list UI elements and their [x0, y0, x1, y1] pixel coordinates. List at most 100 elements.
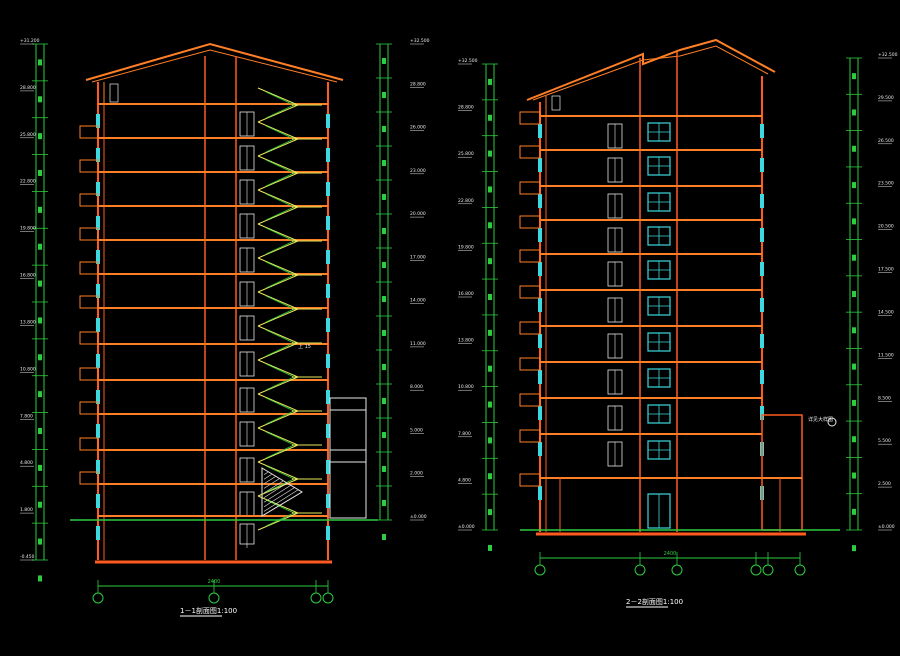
dim-mark	[488, 78, 492, 85]
elevation-label: ±0.000	[410, 514, 427, 520]
dim-mark	[852, 545, 856, 552]
window-left	[538, 262, 542, 276]
balcony	[79, 401, 99, 415]
dim-mark	[488, 473, 492, 480]
window-right	[326, 424, 330, 438]
dim-mark	[38, 96, 42, 103]
section-2-drawing: +32.50028.80025.80022.80019.80016.80013.…	[458, 38, 898, 608]
dim-mark	[38, 317, 42, 324]
axis-bubble	[794, 564, 806, 576]
section-1-hatch	[263, 471, 299, 512]
window-left	[96, 318, 100, 332]
balcony	[519, 249, 541, 263]
elevation-label: 4.800	[20, 460, 33, 466]
section-2-roof	[526, 38, 776, 101]
elevation-label: 20.500	[878, 224, 894, 230]
elevation-label: 19.800	[20, 226, 36, 232]
dim-mark	[382, 160, 386, 166]
dim-mark	[382, 126, 386, 132]
dim-mark	[852, 254, 856, 261]
window-left	[96, 460, 100, 474]
hatch-line	[263, 474, 272, 480]
dim-mark	[852, 145, 856, 152]
window-left	[96, 390, 100, 404]
window-left	[96, 284, 100, 298]
elevation-label: 23.500	[878, 181, 894, 187]
dim-mark	[382, 432, 386, 438]
window-right	[760, 158, 764, 172]
elevation-label: 10.800	[458, 384, 474, 390]
hatch-line	[263, 480, 284, 494]
dim-mark	[488, 509, 492, 516]
section-1-roof	[85, 42, 344, 81]
elevation-label: 5.000	[410, 427, 423, 433]
axis-bubble	[671, 564, 683, 576]
window-right	[326, 114, 330, 128]
section-2-total-dim: 2400	[664, 551, 677, 557]
window-right	[760, 406, 764, 420]
section-1-balconies	[79, 125, 99, 485]
elevation-label: 16.800	[20, 273, 36, 279]
dim-mark	[852, 436, 856, 443]
dim-mark	[382, 58, 386, 64]
elevation-label: +32.500	[878, 52, 898, 58]
elevation-label: 8.500	[878, 395, 891, 401]
hatch-line	[263, 489, 299, 512]
window-left	[96, 250, 100, 264]
elevation-label: 2.500	[878, 481, 891, 487]
elevation-label: -0.450	[20, 554, 35, 560]
balcony	[519, 429, 541, 443]
dim-mark	[852, 218, 856, 225]
section-2-doors	[607, 123, 623, 467]
axis-bubble	[208, 592, 220, 604]
dim-mark	[38, 170, 42, 176]
dim-mark	[488, 222, 492, 229]
elevation-label: 28.800	[20, 85, 36, 91]
section-1-stair-label-a: 上 15	[298, 343, 311, 350]
window-left	[96, 424, 100, 438]
hatch-line	[263, 482, 287, 498]
elevation-label: 11.000	[410, 341, 426, 347]
window-right	[760, 370, 764, 384]
elevation-label: 22.800	[458, 198, 474, 204]
balcony	[79, 471, 99, 485]
window-right	[326, 216, 330, 230]
balcony	[519, 357, 541, 371]
dim-mark	[488, 114, 492, 121]
elevation-label: 28.800	[410, 81, 426, 87]
dim-mark	[382, 364, 386, 370]
elevation-label: 19.800	[458, 244, 474, 250]
window-right	[326, 182, 330, 196]
hatch-line	[263, 485, 291, 503]
axis-bubble	[310, 592, 322, 604]
balcony	[79, 367, 99, 381]
dim-mark	[852, 508, 856, 515]
axis-bubble	[322, 592, 334, 604]
roof-hatch	[551, 95, 561, 111]
elevation-label: +32.500	[410, 38, 430, 44]
dim-mark	[38, 354, 42, 361]
window-right	[326, 250, 330, 264]
dim-mark	[382, 194, 386, 200]
axis-bubble	[762, 564, 774, 576]
elevation-label: 11.500	[878, 352, 894, 358]
balcony	[519, 473, 541, 487]
dim-mark	[38, 575, 42, 582]
dim-mark	[852, 109, 856, 116]
window-right	[760, 194, 764, 208]
window-left	[538, 298, 542, 312]
dim-mark	[488, 329, 492, 336]
dim-mark	[488, 150, 492, 157]
dim-mark	[852, 327, 856, 334]
window-right	[326, 390, 330, 404]
elevation-label: +32.500	[458, 58, 478, 64]
dim-mark	[382, 92, 386, 98]
elevation-label: 17.000	[410, 254, 426, 260]
hatch-line	[263, 487, 295, 508]
section-1-caption: 1－1剖面图1:100	[180, 606, 237, 615]
elevation-label: 16.800	[458, 291, 474, 297]
dim-mark	[382, 330, 386, 336]
window-unit	[647, 156, 671, 176]
window-left	[96, 114, 100, 128]
